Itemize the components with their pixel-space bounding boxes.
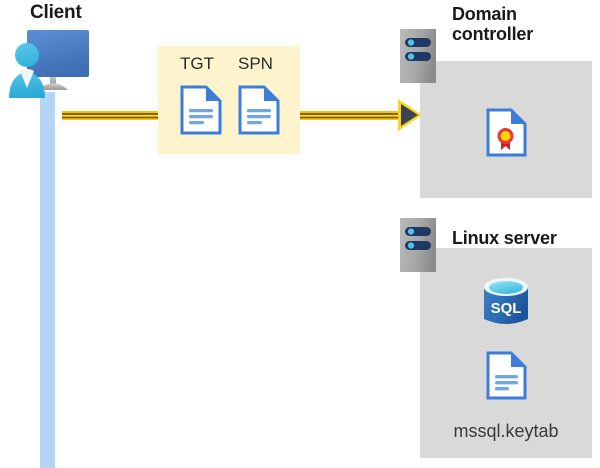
linux-server-server-rack-icon (400, 218, 436, 277)
sql-database-icon: SQL (481, 277, 531, 334)
client-user-with-monitor-icon (4, 26, 100, 98)
tgt-document-icon (180, 85, 222, 140)
spn-label: SPN (238, 54, 273, 73)
domain-controller-server-rack-icon (400, 29, 436, 88)
client-title: Client (30, 2, 82, 23)
spn-document-icon (238, 85, 280, 140)
sql-database-label: SQL (491, 300, 522, 317)
arrow-right-icon (401, 104, 418, 126)
keytab-document-icon (486, 351, 527, 405)
keytab-file-label: mssql.keytab (453, 421, 559, 441)
client-lifeline-bar (40, 92, 55, 468)
domain-controller-title: Domain controller (452, 4, 534, 45)
tgt-label: TGT (180, 54, 214, 73)
certificate-document-icon (486, 108, 527, 162)
linux-server-title: Linux server (452, 228, 557, 248)
